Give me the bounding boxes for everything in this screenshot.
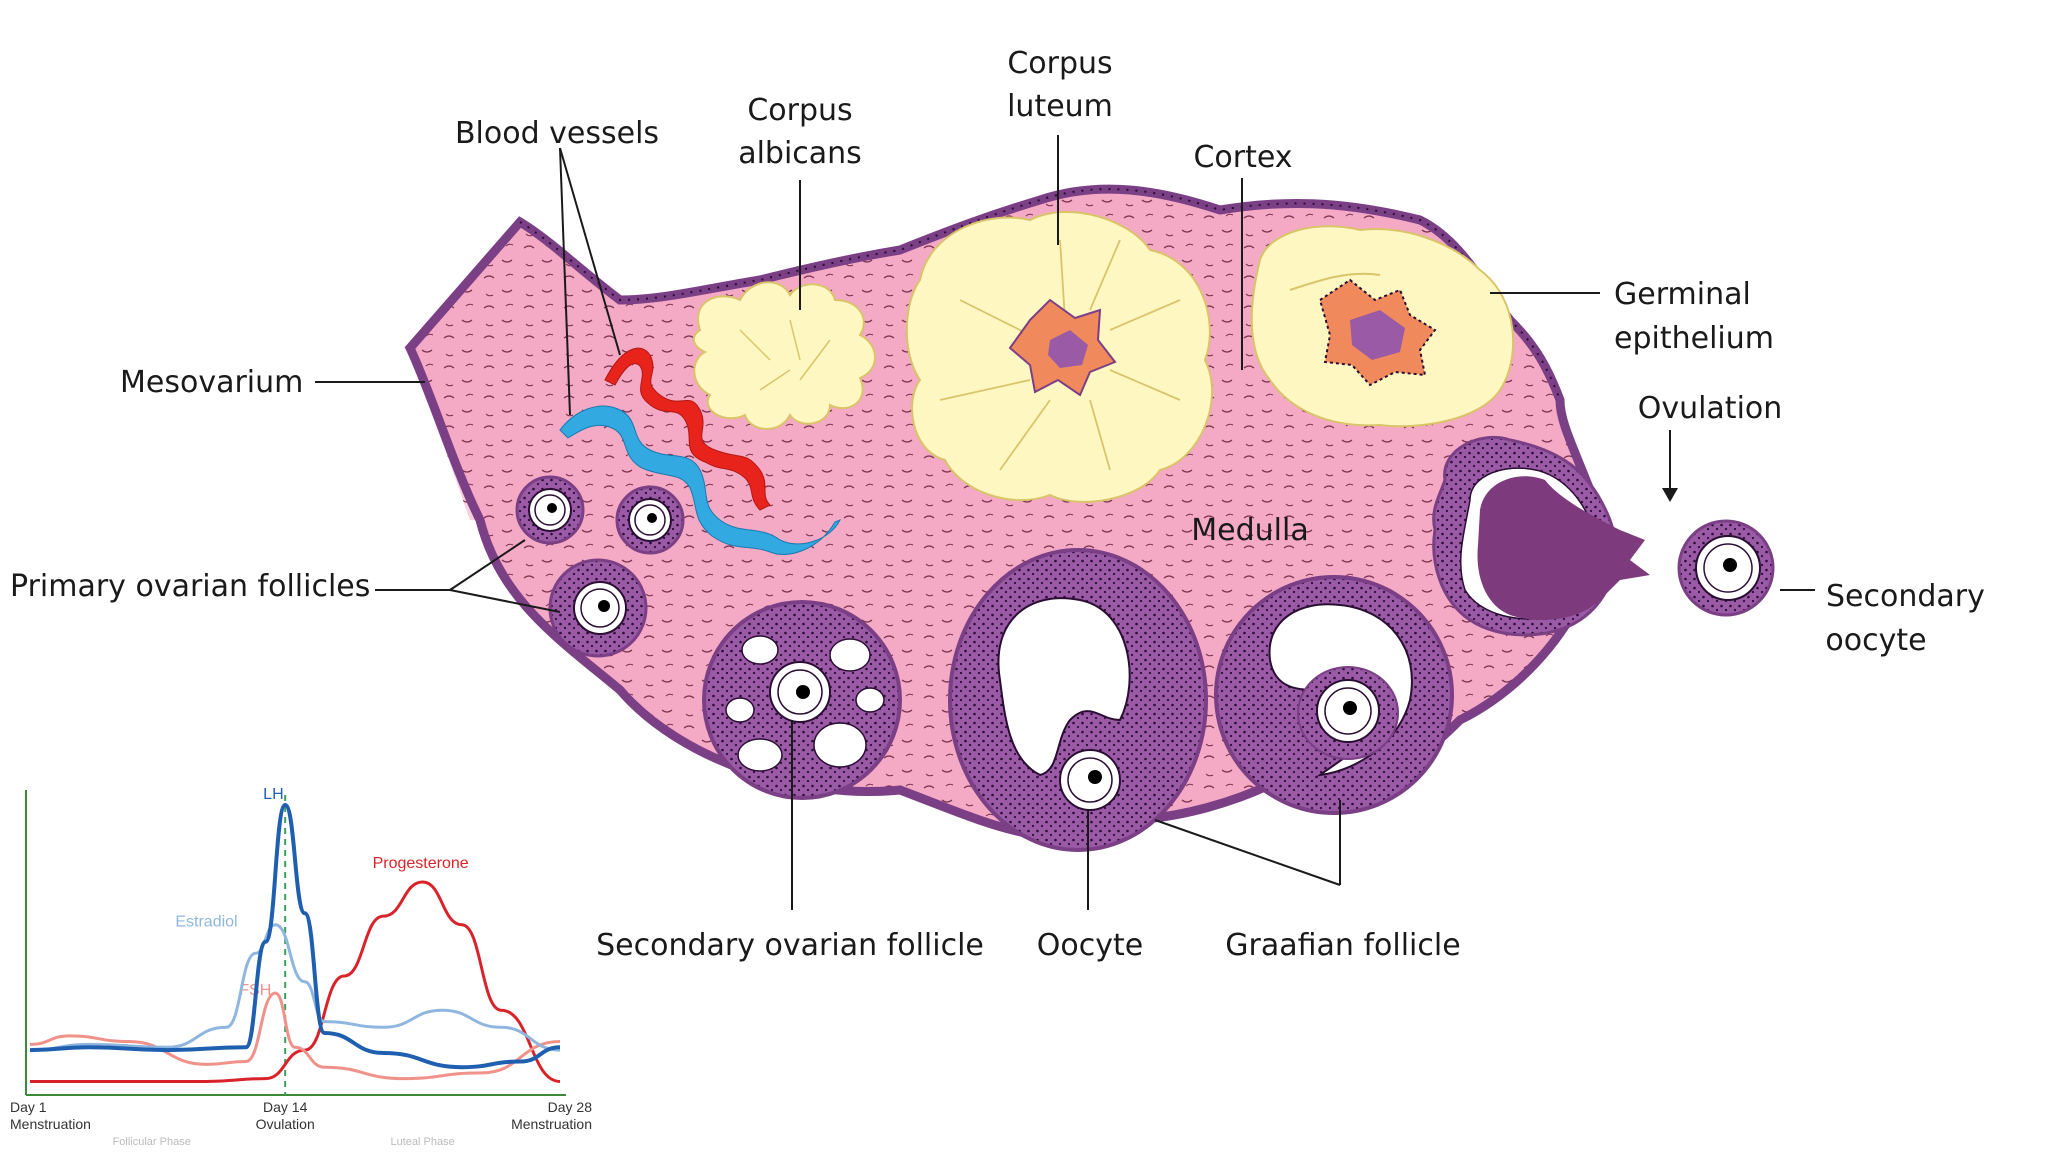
- label-secondary-oocyte-2: oocyte: [1825, 623, 1926, 658]
- series-line-progesterone: [30, 880, 561, 1083]
- x-tick-label: Day 1: [10, 1099, 47, 1115]
- x-tick-label: Menstruation: [10, 1116, 91, 1132]
- corpus-luteum-developing: [1250, 225, 1515, 428]
- label-corpus-luteum-2: luteum: [1007, 89, 1113, 124]
- label-germinal-2: epithelium: [1614, 321, 1774, 356]
- secondary-oocyte: [1677, 519, 1775, 617]
- germinal-epithelium-layer: [519, 188, 1561, 401]
- label-corpus-luteum-1: Corpus: [1007, 46, 1112, 81]
- label-blood-vessels: Blood vessels: [455, 116, 659, 151]
- series-label-estradiol: Estradiol: [175, 914, 237, 931]
- label-medulla: Medulla: [1191, 513, 1308, 548]
- label-secondary-oocyte-1: Secondary: [1826, 579, 1985, 614]
- series-line-fsh: [29, 991, 561, 1081]
- label-primary-follicles: Primary ovarian follicles: [10, 569, 370, 604]
- vesicular-follicle: [948, 548, 1208, 852]
- leader-lines: [315, 135, 1815, 910]
- series-line-estradiol: [29, 923, 561, 1052]
- phase-label: Luteal Phase: [390, 1136, 454, 1148]
- x-tick-label: Day 28: [548, 1099, 593, 1115]
- label-ovulation: Ovulation: [1638, 391, 1783, 426]
- label-corpus-albicans-1: Corpus: [747, 93, 852, 128]
- primary-follicle: [515, 475, 585, 545]
- secondary-follicle: [702, 600, 902, 800]
- label-germinal-1: Germinal: [1614, 277, 1751, 312]
- artery: [604, 347, 771, 511]
- corpus-albicans: [692, 281, 876, 430]
- label-oocyte: Oocyte: [1037, 928, 1143, 963]
- primary-follicle: [548, 558, 648, 658]
- label-graafian: Graafian follicle: [1225, 928, 1460, 963]
- x-tick-label: Menstruation: [511, 1116, 592, 1132]
- series-label-progesterone: Progesterone: [373, 855, 469, 872]
- series-line-lh: [29, 802, 561, 1070]
- x-tick-label: Day 14: [263, 1099, 308, 1115]
- x-tick-label: Ovulation: [256, 1116, 315, 1132]
- label-secondary-follicle: Secondary ovarian follicle: [596, 928, 984, 963]
- label-corpus-albicans-2: albicans: [738, 136, 862, 171]
- series-label-lh: LH: [263, 786, 283, 803]
- phase-label: Follicular Phase: [113, 1136, 191, 1148]
- corpus-luteum: [905, 211, 1214, 503]
- ruptured-follicle: [1432, 435, 1650, 637]
- ovulation-arrow-icon: [1662, 488, 1678, 502]
- label-mesovarium: Mesovarium: [120, 365, 303, 400]
- vein: [559, 405, 842, 555]
- label-cortex: Cortex: [1193, 140, 1292, 175]
- graafian-follicle: [1214, 575, 1454, 815]
- primary-follicle: [615, 485, 685, 555]
